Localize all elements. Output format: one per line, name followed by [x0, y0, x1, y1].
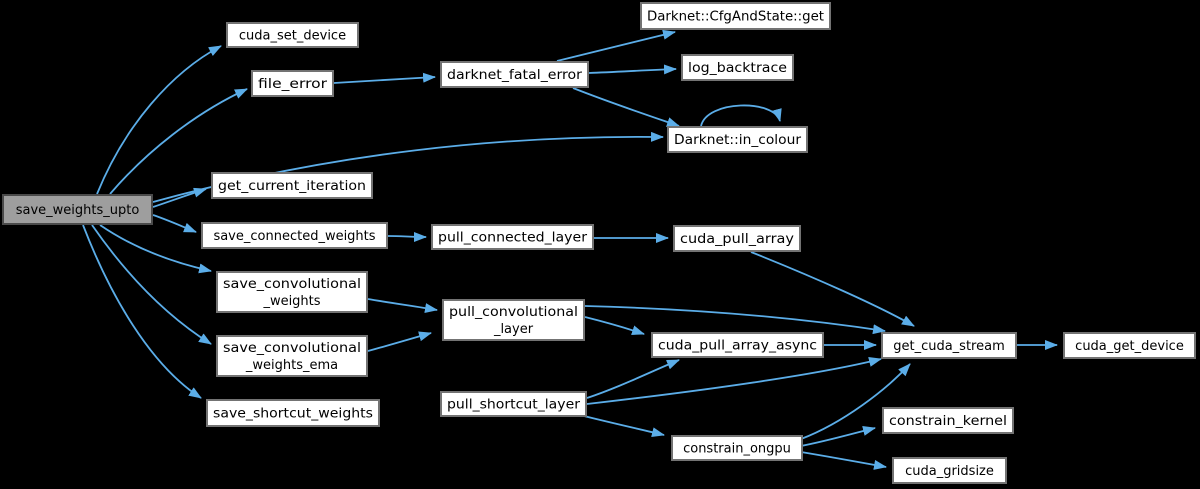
- node-label: get_current_iteration: [218, 179, 366, 194]
- node-label: Darknet::CfgAndState::get: [647, 10, 824, 25]
- node-log_backtrace[interactable]: log_backtrace: [681, 54, 794, 81]
- node-constrain_kernel[interactable]: constrain_kernel: [882, 407, 1014, 434]
- node-label: cuda_gridsize: [905, 464, 994, 479]
- node-box[interactable]: [1063, 332, 1196, 359]
- node-box[interactable]: [251, 70, 334, 97]
- edge-darknet_fatal_error-to-cfg_and_state_get: [556, 29, 676, 62]
- node-box[interactable]: [881, 332, 1017, 359]
- edge-darknet_fatal_error-to-in_colour: [572, 87, 680, 127]
- node-box[interactable]: [651, 332, 824, 358]
- node-box[interactable]: [671, 435, 803, 461]
- node-label: save_connected_weights: [213, 229, 375, 244]
- node-box[interactable]: [2, 194, 153, 225]
- edge-pull_convolutional_layer-to-cuda_pull_array_async: [584, 316, 645, 335]
- node-constrain_ongpu[interactable]: constrain_ongpu: [671, 435, 803, 461]
- node-pull_shortcut_layer[interactable]: pull_shortcut_layer: [440, 391, 587, 417]
- node-box[interactable]: [216, 271, 368, 313]
- node-label: cuda_get_device: [1075, 339, 1184, 354]
- node-cuda_pull_array[interactable]: cuda_pull_array: [673, 225, 801, 252]
- node-box[interactable]: [892, 457, 1007, 484]
- edge-cuda_pull_array-to-get_cuda_stream: [750, 251, 915, 327]
- node-label: darknet_fatal_error: [447, 68, 583, 83]
- node-label: pull_shortcut_layer: [447, 398, 581, 413]
- node-box[interactable]: [431, 224, 594, 250]
- node-label: cuda_pull_array: [680, 232, 794, 247]
- node-label: save_weights_upto: [16, 203, 140, 218]
- node-label: _layer: [493, 322, 534, 337]
- node-save_weights_upto[interactable]: save_weights_upto: [2, 194, 153, 225]
- node-save_convolutional_weights_ema[interactable]: save_convolutional _weights_ema: [216, 335, 368, 377]
- node-label: save_shortcut_weights: [213, 407, 373, 422]
- node-label: get_cuda_stream: [893, 339, 1005, 354]
- node-box[interactable]: [673, 225, 801, 252]
- edge-save_weights_upto-to-save_connected_weights: [152, 214, 197, 233]
- edge-save_weights_upto-to-save_convolutional_weights_ema: [91, 224, 212, 345]
- edge-save_weights_upto-to-cuda_set_device: [96, 45, 222, 195]
- node-get_current_iteration[interactable]: get_current_iteration: [211, 172, 373, 199]
- node-box[interactable]: [640, 2, 831, 30]
- node-save_convolutional_weights[interactable]: save_convolutional _weights: [216, 271, 368, 313]
- node-label: cuda_pull_array_async: [658, 339, 817, 354]
- edge-in_colour-to-in_colour: [700, 104, 782, 127]
- node-box[interactable]: [226, 22, 359, 48]
- node-label: Darknet::in_colour: [674, 133, 802, 148]
- node-cuda_set_device[interactable]: cuda_set_device: [226, 22, 359, 48]
- node-cuda_gridsize[interactable]: cuda_gridsize: [892, 457, 1007, 484]
- node-label: _weights_ema: [245, 358, 338, 373]
- edge-darknet_fatal_error-to-log_backtrace: [588, 64, 677, 75]
- edge-save_weights_upto-to-file_error: [109, 88, 248, 195]
- node-label: pull_convolutional: [449, 305, 578, 320]
- node-box[interactable]: [882, 407, 1014, 434]
- node-get_cuda_stream[interactable]: get_cuda_stream: [881, 332, 1017, 359]
- node-file_error[interactable]: file_error: [251, 70, 334, 97]
- node-box[interactable]: [206, 399, 380, 427]
- edge-pull_convolutional_layer-to-get_cuda_stream: [584, 305, 886, 335]
- node-darknet_fatal_error[interactable]: darknet_fatal_error: [440, 61, 589, 88]
- node-label: _weights: [262, 294, 320, 309]
- node-box[interactable]: [440, 391, 587, 417]
- node-pull_connected_layer[interactable]: pull_connected_layer: [431, 224, 594, 250]
- edge-pull_shortcut_layer-to-constrain_ongpu: [583, 415, 665, 438]
- node-label: constrain_ongpu: [683, 442, 791, 457]
- node-label: pull_connected_layer: [438, 231, 588, 246]
- node-box[interactable]: [201, 222, 388, 249]
- edge-save_weights_upto-to-save_shortcut_weights: [82, 224, 202, 399]
- node-in_colour[interactable]: Darknet::in_colour: [667, 126, 808, 153]
- node-cfg_and_state_get[interactable]: Darknet::CfgAndState::get: [640, 2, 831, 30]
- node-label: cuda_set_device: [239, 29, 346, 44]
- node-box[interactable]: [216, 335, 368, 377]
- node-label: log_backtrace: [688, 61, 787, 76]
- edge-constrain_ongpu-to-get_cuda_stream: [800, 363, 911, 440]
- node-label: save_convolutional: [223, 277, 361, 292]
- edge-pull_shortcut_layer-to-get_cuda_stream: [586, 357, 882, 405]
- node-box[interactable]: [440, 61, 589, 88]
- node-box[interactable]: [211, 172, 373, 199]
- node-save_shortcut_weights[interactable]: save_shortcut_weights: [206, 399, 380, 427]
- edge-pull_shortcut_layer-to-cuda_pull_array_async: [586, 359, 680, 399]
- edge-constrain_ongpu-to-cuda_gridsize: [800, 451, 887, 470]
- node-box[interactable]: [681, 54, 794, 81]
- node-cuda_get_device[interactable]: cuda_get_device: [1063, 332, 1196, 359]
- edge-save_weights_upto-to-save_convolutional_weights: [99, 224, 212, 274]
- edge-save_convolutional_weights-to-pull_convolutional_layer: [367, 298, 438, 313]
- node-box[interactable]: [667, 126, 808, 153]
- node-label: constrain_kernel: [889, 414, 1007, 429]
- node-save_connected_weights[interactable]: save_connected_weights: [201, 222, 388, 249]
- node-pull_convolutional_layer[interactable]: pull_convolutional _layer: [442, 299, 585, 341]
- edge-file_error-to-darknet_fatal_error: [333, 72, 436, 84]
- edge-save_weights_upto-to-get_current_iteration: [152, 187, 207, 208]
- edge-save_convolutional_weights_ema-to-pull_convolutional_layer: [367, 331, 432, 352]
- node-label: file_error: [258, 77, 328, 92]
- node-cuda_pull_array_async[interactable]: cuda_pull_array_async: [651, 332, 824, 358]
- edge-save_connected_weights-to-pull_connected_layer: [387, 231, 427, 242]
- node-box[interactable]: [442, 299, 585, 341]
- edge-constrain_ongpu-to-constrain_kernel: [800, 426, 876, 447]
- node-label: save_convolutional: [223, 341, 361, 356]
